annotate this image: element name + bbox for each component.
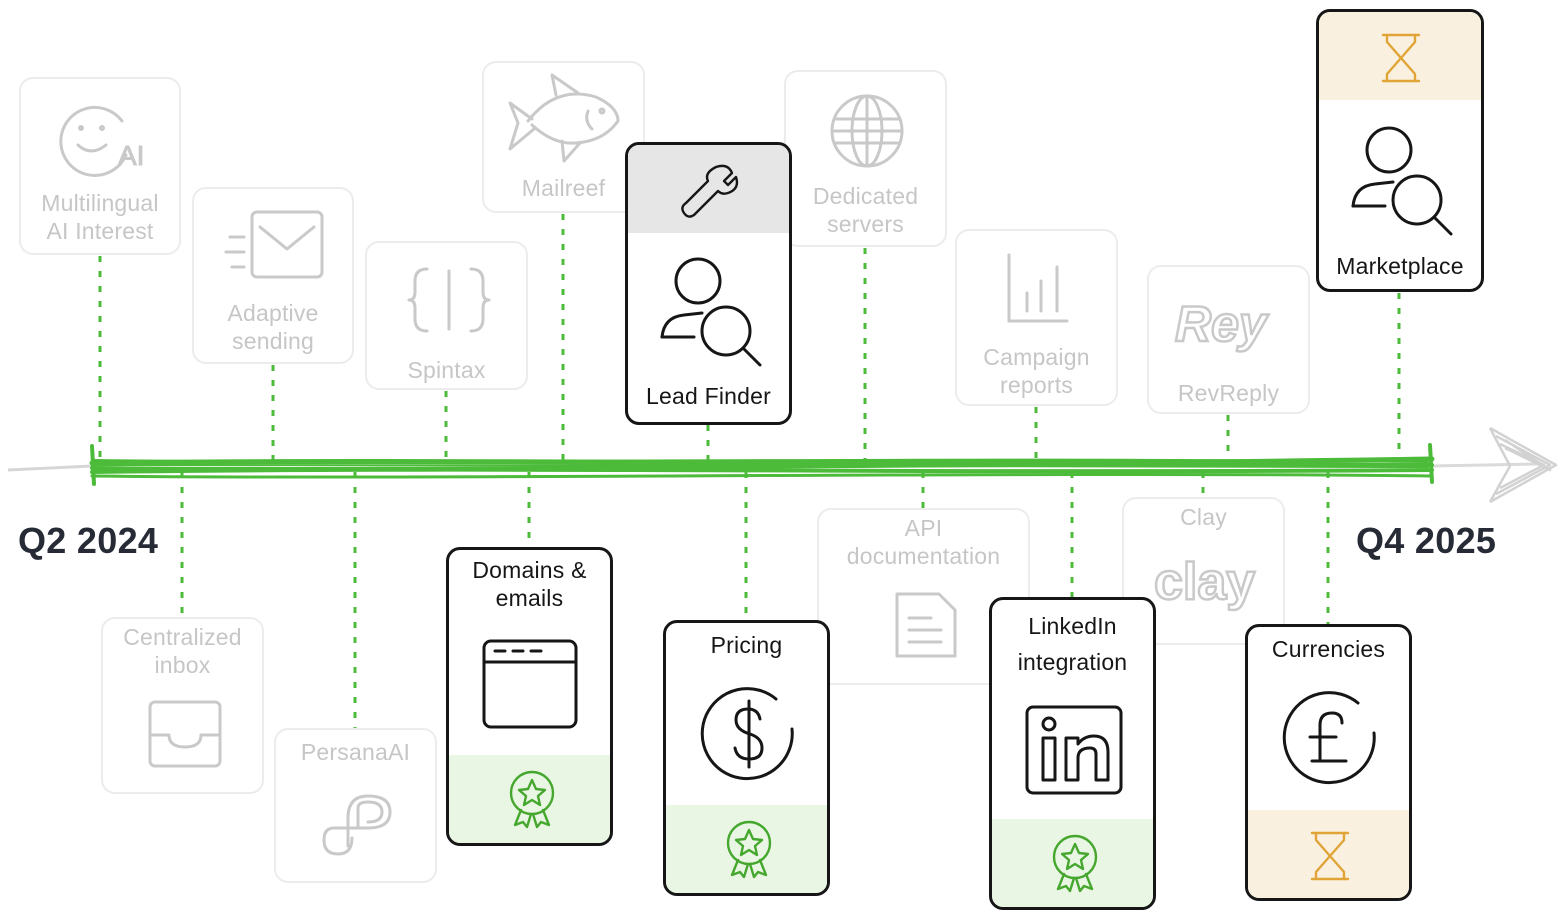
timeline-arrow-tail — [7, 464, 93, 472]
timeline-arrowhead — [1488, 426, 1558, 504]
user-search-icon — [658, 251, 762, 369]
timeline-start-label: Q2 2024 — [18, 520, 159, 561]
linkedin-icon — [1024, 704, 1124, 796]
card-label: Domains & emails — [472, 557, 587, 611]
document-icon — [893, 590, 959, 660]
fish-icon — [506, 71, 624, 166]
svg-text:Rey: Rey — [1175, 296, 1269, 352]
card-revreply: Rey RevReply — [1147, 265, 1310, 414]
user-search-icon — [1349, 120, 1453, 238]
braces-icon — [407, 265, 491, 335]
coming-soon-band — [1319, 12, 1481, 100]
card-label: PersanaAI — [300, 739, 411, 765]
award-badge-icon — [507, 769, 557, 829]
svg-text:clay: clay — [1154, 553, 1255, 611]
card-pricing: Pricing — [663, 620, 830, 896]
card-label: Mailreef — [521, 175, 606, 201]
card-marketplace: Marketplace — [1316, 9, 1484, 292]
envelope-icon — [222, 207, 327, 287]
award-badge-icon — [724, 819, 774, 879]
card-label: Clay — [1180, 504, 1227, 530]
completed-band — [449, 755, 610, 843]
completed-band — [992, 819, 1153, 907]
card-adaptive-sending: Adaptive sending — [192, 187, 354, 364]
hourglass-icon — [1308, 830, 1352, 882]
dollar-icon — [700, 685, 798, 783]
card-linkedin-integration: LinkedIn integration — [989, 597, 1156, 910]
card-spintax: Spintax — [365, 241, 528, 390]
svg-text:AI: AI — [118, 140, 144, 171]
coming-soon-band — [1248, 810, 1409, 898]
inbox-icon — [147, 699, 223, 769]
card-label: LinkedIn integration — [1017, 613, 1128, 675]
card-label: Adaptive sending — [227, 300, 319, 354]
card-label: Campaign reports — [983, 344, 1090, 398]
persana-logo — [318, 788, 396, 858]
card-label: Lead Finder — [646, 383, 771, 409]
card-label: RevReply — [1177, 380, 1280, 406]
card-label: Multilingual AI Interest — [41, 190, 159, 244]
card-centralized-inbox: Centralized inbox — [101, 617, 264, 794]
clay-logo: clay — [1152, 551, 1262, 619]
card-label: Spintax — [407, 357, 486, 383]
card-lead-finder: Lead Finder — [625, 142, 792, 425]
completed-band — [666, 805, 827, 893]
card-domains-emails: Domains & emails — [446, 547, 613, 846]
card-multilingual-ai-interest: AI Multilingual AI Interest — [19, 77, 181, 255]
tool-band — [628, 145, 789, 233]
card-label: Pricing — [710, 632, 783, 658]
card-dedicated-servers: Dedicated servers — [784, 70, 947, 247]
timeline-end-label: Q4 2025 — [1356, 520, 1497, 561]
wrench-icon — [681, 161, 739, 218]
ai-face-icon: AI — [54, 95, 154, 185]
card-currencies: Currencies — [1245, 624, 1412, 901]
card-label: Marketplace — [1336, 253, 1464, 279]
hourglass-icon — [1379, 32, 1423, 84]
timeline-arrow-line-right — [1429, 462, 1541, 468]
browser-window-icon — [481, 638, 579, 730]
card-label: Currencies — [1271, 636, 1386, 662]
card-persanaai: PersanaAI — [274, 728, 437, 883]
card-label: Dedicated servers — [812, 183, 919, 237]
globe-icon — [828, 92, 906, 170]
card-mailreef: Mailreef — [482, 61, 645, 213]
revreply-logo: Rey — [1171, 291, 1291, 355]
card-api-documentation: API documentation — [817, 508, 1030, 685]
pound-icon — [1282, 689, 1380, 787]
card-label: API documentation — [846, 515, 1001, 569]
bar-chart-icon — [1005, 253, 1071, 325]
card-label: Centralized inbox — [123, 624, 242, 678]
award-badge-icon — [1050, 833, 1100, 893]
card-campaign-reports: Campaign reports — [955, 229, 1118, 406]
